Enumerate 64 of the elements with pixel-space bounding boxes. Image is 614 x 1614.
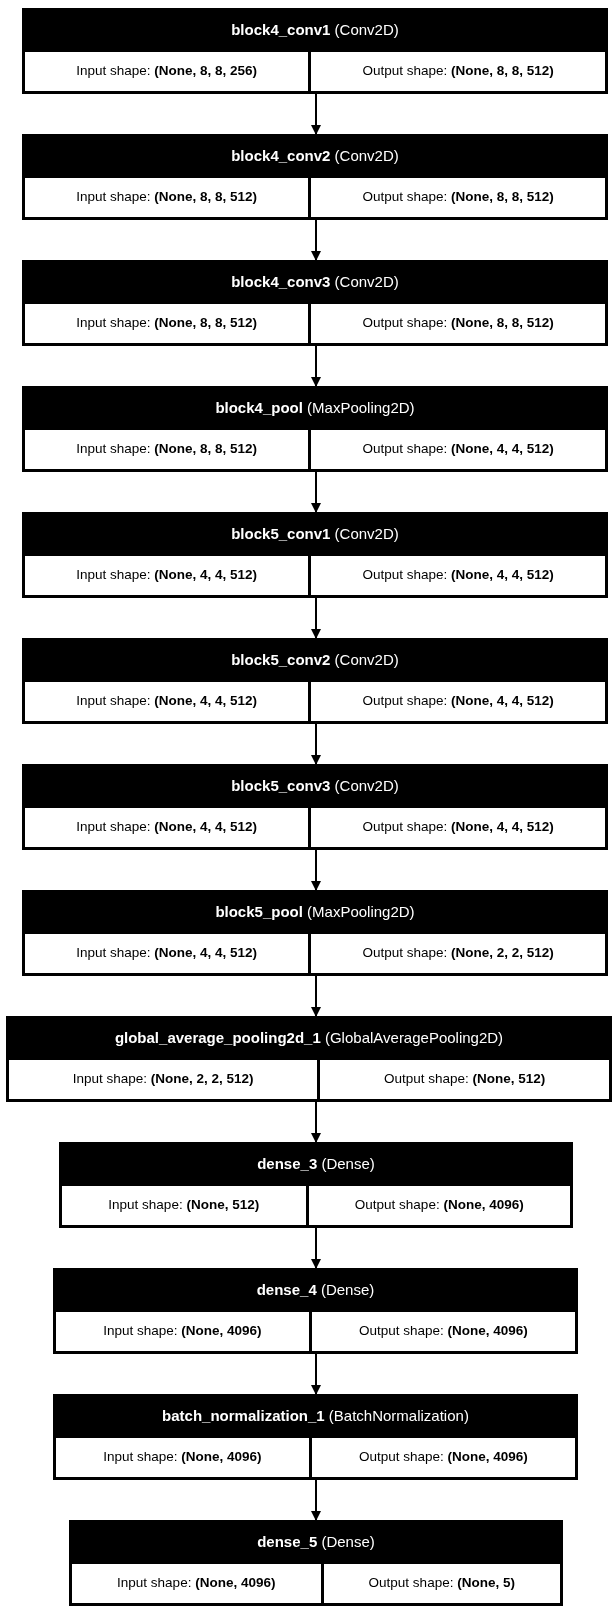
layer-title: block4_conv1 (Conv2D) bbox=[231, 19, 399, 40]
arrow bbox=[311, 1353, 321, 1395]
output-shape-cell: Output shape: (None, 4, 4, 512) bbox=[311, 682, 605, 721]
output-shape-cell: Output shape: (None, 4, 4, 512) bbox=[311, 556, 605, 595]
layer-title: block5_conv2 (Conv2D) bbox=[231, 649, 399, 670]
layer-title: dense_3 (Dense) bbox=[257, 1153, 375, 1174]
output-shape-cell: Output shape: (None, 8, 8, 512) bbox=[311, 304, 605, 343]
input-shape-cell: Input shape: (None, 512) bbox=[62, 1186, 306, 1225]
input-shape-cell: Input shape: (None, 8, 8, 512) bbox=[25, 178, 309, 217]
output-shape-cell: Output shape: (None, 8, 8, 512) bbox=[311, 178, 605, 217]
output-shape-cell: Output shape: (None, 5) bbox=[323, 1564, 560, 1603]
output-shape-cell: Output shape: (None, 2, 2, 512) bbox=[311, 934, 605, 973]
input-shape-cell: Input shape: (None, 4096) bbox=[56, 1312, 309, 1351]
layer-title: dense_5 (Dense) bbox=[257, 1531, 375, 1552]
input-shape-cell: Input shape: (None, 8, 8, 512) bbox=[25, 304, 309, 343]
layer-box bbox=[22, 512, 608, 598]
output-shape-cell: Output shape: (None, 4096) bbox=[311, 1438, 575, 1477]
layer-title: batch_normalization_1 (BatchNormalization) bbox=[162, 1405, 469, 1426]
arrow bbox=[311, 849, 321, 891]
layer-title: block5_conv3 (Conv2D) bbox=[231, 775, 399, 796]
output-shape-cell: Output shape: (None, 4096) bbox=[308, 1186, 570, 1225]
layer-box bbox=[22, 638, 608, 724]
layer-title: block5_pool (MaxPooling2D) bbox=[215, 901, 415, 922]
output-shape-cell: Output shape: (None, 4096) bbox=[311, 1312, 575, 1351]
arrow bbox=[311, 1479, 321, 1521]
output-shape-cell: Output shape: (None, 4, 4, 512) bbox=[311, 430, 605, 469]
arrow bbox=[311, 723, 321, 765]
output-shape-cell: Output shape: (None, 8, 8, 512) bbox=[311, 52, 605, 91]
arrow bbox=[311, 1227, 321, 1269]
arrow bbox=[311, 93, 321, 135]
layer-title: block5_conv1 (Conv2D) bbox=[231, 523, 399, 544]
input-shape-cell: Input shape: (None, 4, 4, 512) bbox=[25, 682, 309, 721]
layer-box bbox=[22, 134, 608, 220]
layer-title: block4_conv2 (Conv2D) bbox=[231, 145, 399, 166]
input-shape-cell: Input shape: (None, 4096) bbox=[56, 1438, 309, 1477]
layer-box bbox=[22, 386, 608, 472]
arrow bbox=[311, 471, 321, 513]
arrow bbox=[311, 345, 321, 387]
layer-box bbox=[6, 1016, 612, 1102]
input-shape-cell: Input shape: (None, 2, 2, 512) bbox=[9, 1060, 318, 1099]
input-shape-cell: Input shape: (None, 8, 8, 256) bbox=[25, 52, 309, 91]
layer-box bbox=[53, 1394, 578, 1480]
layer-box bbox=[69, 1520, 563, 1606]
layer-box bbox=[22, 8, 608, 94]
layer-title: global_average_pooling2d_1 (GlobalAveragePooling2D) bbox=[114, 1027, 504, 1048]
arrow bbox=[311, 597, 321, 639]
layer-title: block4_pool (MaxPooling2D) bbox=[215, 397, 415, 418]
output-shape-cell: Output shape: (None, 512) bbox=[320, 1060, 609, 1099]
layer-box bbox=[22, 890, 608, 976]
layer-title: block4_conv3 (Conv2D) bbox=[231, 271, 399, 292]
input-shape-cell: Input shape: (None, 8, 8, 512) bbox=[25, 430, 309, 469]
layer-title: dense_4 (Dense) bbox=[256, 1279, 375, 1300]
arrow bbox=[311, 975, 321, 1017]
layer-box bbox=[22, 764, 608, 850]
output-shape-cell: Output shape: (None, 4, 4, 512) bbox=[311, 808, 605, 847]
input-shape-cell: Input shape: (None, 4, 4, 512) bbox=[25, 808, 309, 847]
layer-box bbox=[59, 1142, 573, 1228]
layer-box bbox=[22, 260, 608, 346]
input-shape-cell: Input shape: (None, 4, 4, 512) bbox=[25, 556, 309, 595]
arrow bbox=[311, 1101, 321, 1143]
arrow bbox=[311, 219, 321, 261]
layer-box bbox=[53, 1268, 578, 1354]
input-shape-cell: Input shape: (None, 4, 4, 512) bbox=[25, 934, 309, 973]
input-shape-cell: Input shape: (None, 4096) bbox=[72, 1564, 321, 1603]
